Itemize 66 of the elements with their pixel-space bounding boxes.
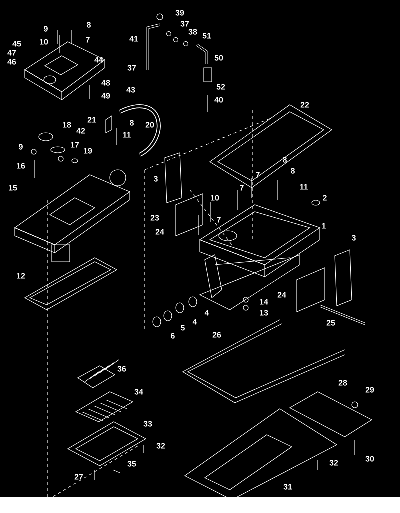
- callout-number: 29: [366, 387, 374, 393]
- callout-number: 30: [366, 456, 374, 462]
- callout-number: 23: [150, 215, 160, 221]
- callout-number: 22: [300, 102, 310, 108]
- callout-number: 36: [118, 366, 126, 372]
- callout-number: 7: [256, 172, 260, 178]
- callout-number: 5: [181, 325, 185, 331]
- callout-number: 21: [88, 117, 96, 123]
- callout-number: 3: [154, 176, 158, 182]
- callout-number: 4: [204, 310, 210, 316]
- callout-number: 1: [322, 223, 326, 229]
- callout-number: 50: [214, 55, 224, 61]
- callout-number: 38: [188, 29, 198, 35]
- callout-number: 7: [217, 217, 221, 223]
- callout-number: 34: [134, 389, 144, 395]
- callout-number: 4: [192, 319, 198, 325]
- callout-number: 44: [94, 57, 104, 63]
- callout-number: 27: [74, 474, 84, 480]
- callout-number: 37: [128, 65, 136, 71]
- callout-number: 16: [17, 163, 26, 169]
- callout-number: 9: [19, 144, 23, 150]
- callout-number: 35: [128, 461, 136, 467]
- callout-number: 39: [176, 10, 184, 16]
- callout-number: 51: [202, 33, 212, 39]
- callout-number: 41: [130, 36, 138, 42]
- callout-number: 8: [291, 168, 295, 174]
- callout-number: 15: [9, 185, 18, 191]
- callout-number: 20: [146, 122, 154, 128]
- callout-number: 11: [300, 184, 308, 190]
- callout-number: 12: [17, 273, 26, 279]
- callout-number: 8: [130, 120, 134, 126]
- callout-number: 32: [156, 443, 166, 449]
- callout-number: 18: [63, 122, 72, 128]
- callout-number: 2: [323, 195, 327, 201]
- callout-number: 33: [144, 421, 152, 427]
- callout-number: 45: [12, 41, 22, 47]
- callout-number: 14: [260, 299, 268, 305]
- callout-number: 46: [8, 59, 16, 65]
- callout-number: 28: [338, 380, 348, 386]
- callout-number: 49: [102, 93, 110, 99]
- callout-number: 42: [76, 128, 86, 134]
- callout-number: 7: [240, 185, 244, 191]
- callout-number: 31: [284, 484, 292, 490]
- callout-number: 17: [71, 142, 80, 148]
- callout-number: 43: [126, 87, 136, 93]
- callout-number: 40: [214, 97, 224, 103]
- callout-number: 26: [212, 332, 222, 338]
- callout-number: 24: [156, 229, 164, 235]
- callout-number: 9: [44, 26, 48, 32]
- callout-number: 3: [352, 235, 356, 241]
- callout-number: 11: [123, 132, 131, 138]
- callout-number: 8: [87, 22, 91, 28]
- callout-number: 32: [330, 460, 338, 466]
- callout-number: 48: [102, 80, 110, 86]
- callout-number: 7: [86, 37, 90, 43]
- callout-number: 25: [326, 320, 336, 326]
- callout-number: 13: [260, 310, 268, 316]
- callout-number: 10: [211, 195, 220, 201]
- callout-number: 47: [8, 50, 16, 56]
- callout-number: 6: [171, 333, 175, 339]
- callout-number: 19: [84, 148, 92, 154]
- callout-number: 10: [40, 39, 48, 45]
- callout-number: 8: [283, 157, 287, 163]
- callout-number: 37: [180, 21, 190, 27]
- callout-number: 24: [278, 292, 286, 298]
- callout-number: 52: [216, 84, 226, 90]
